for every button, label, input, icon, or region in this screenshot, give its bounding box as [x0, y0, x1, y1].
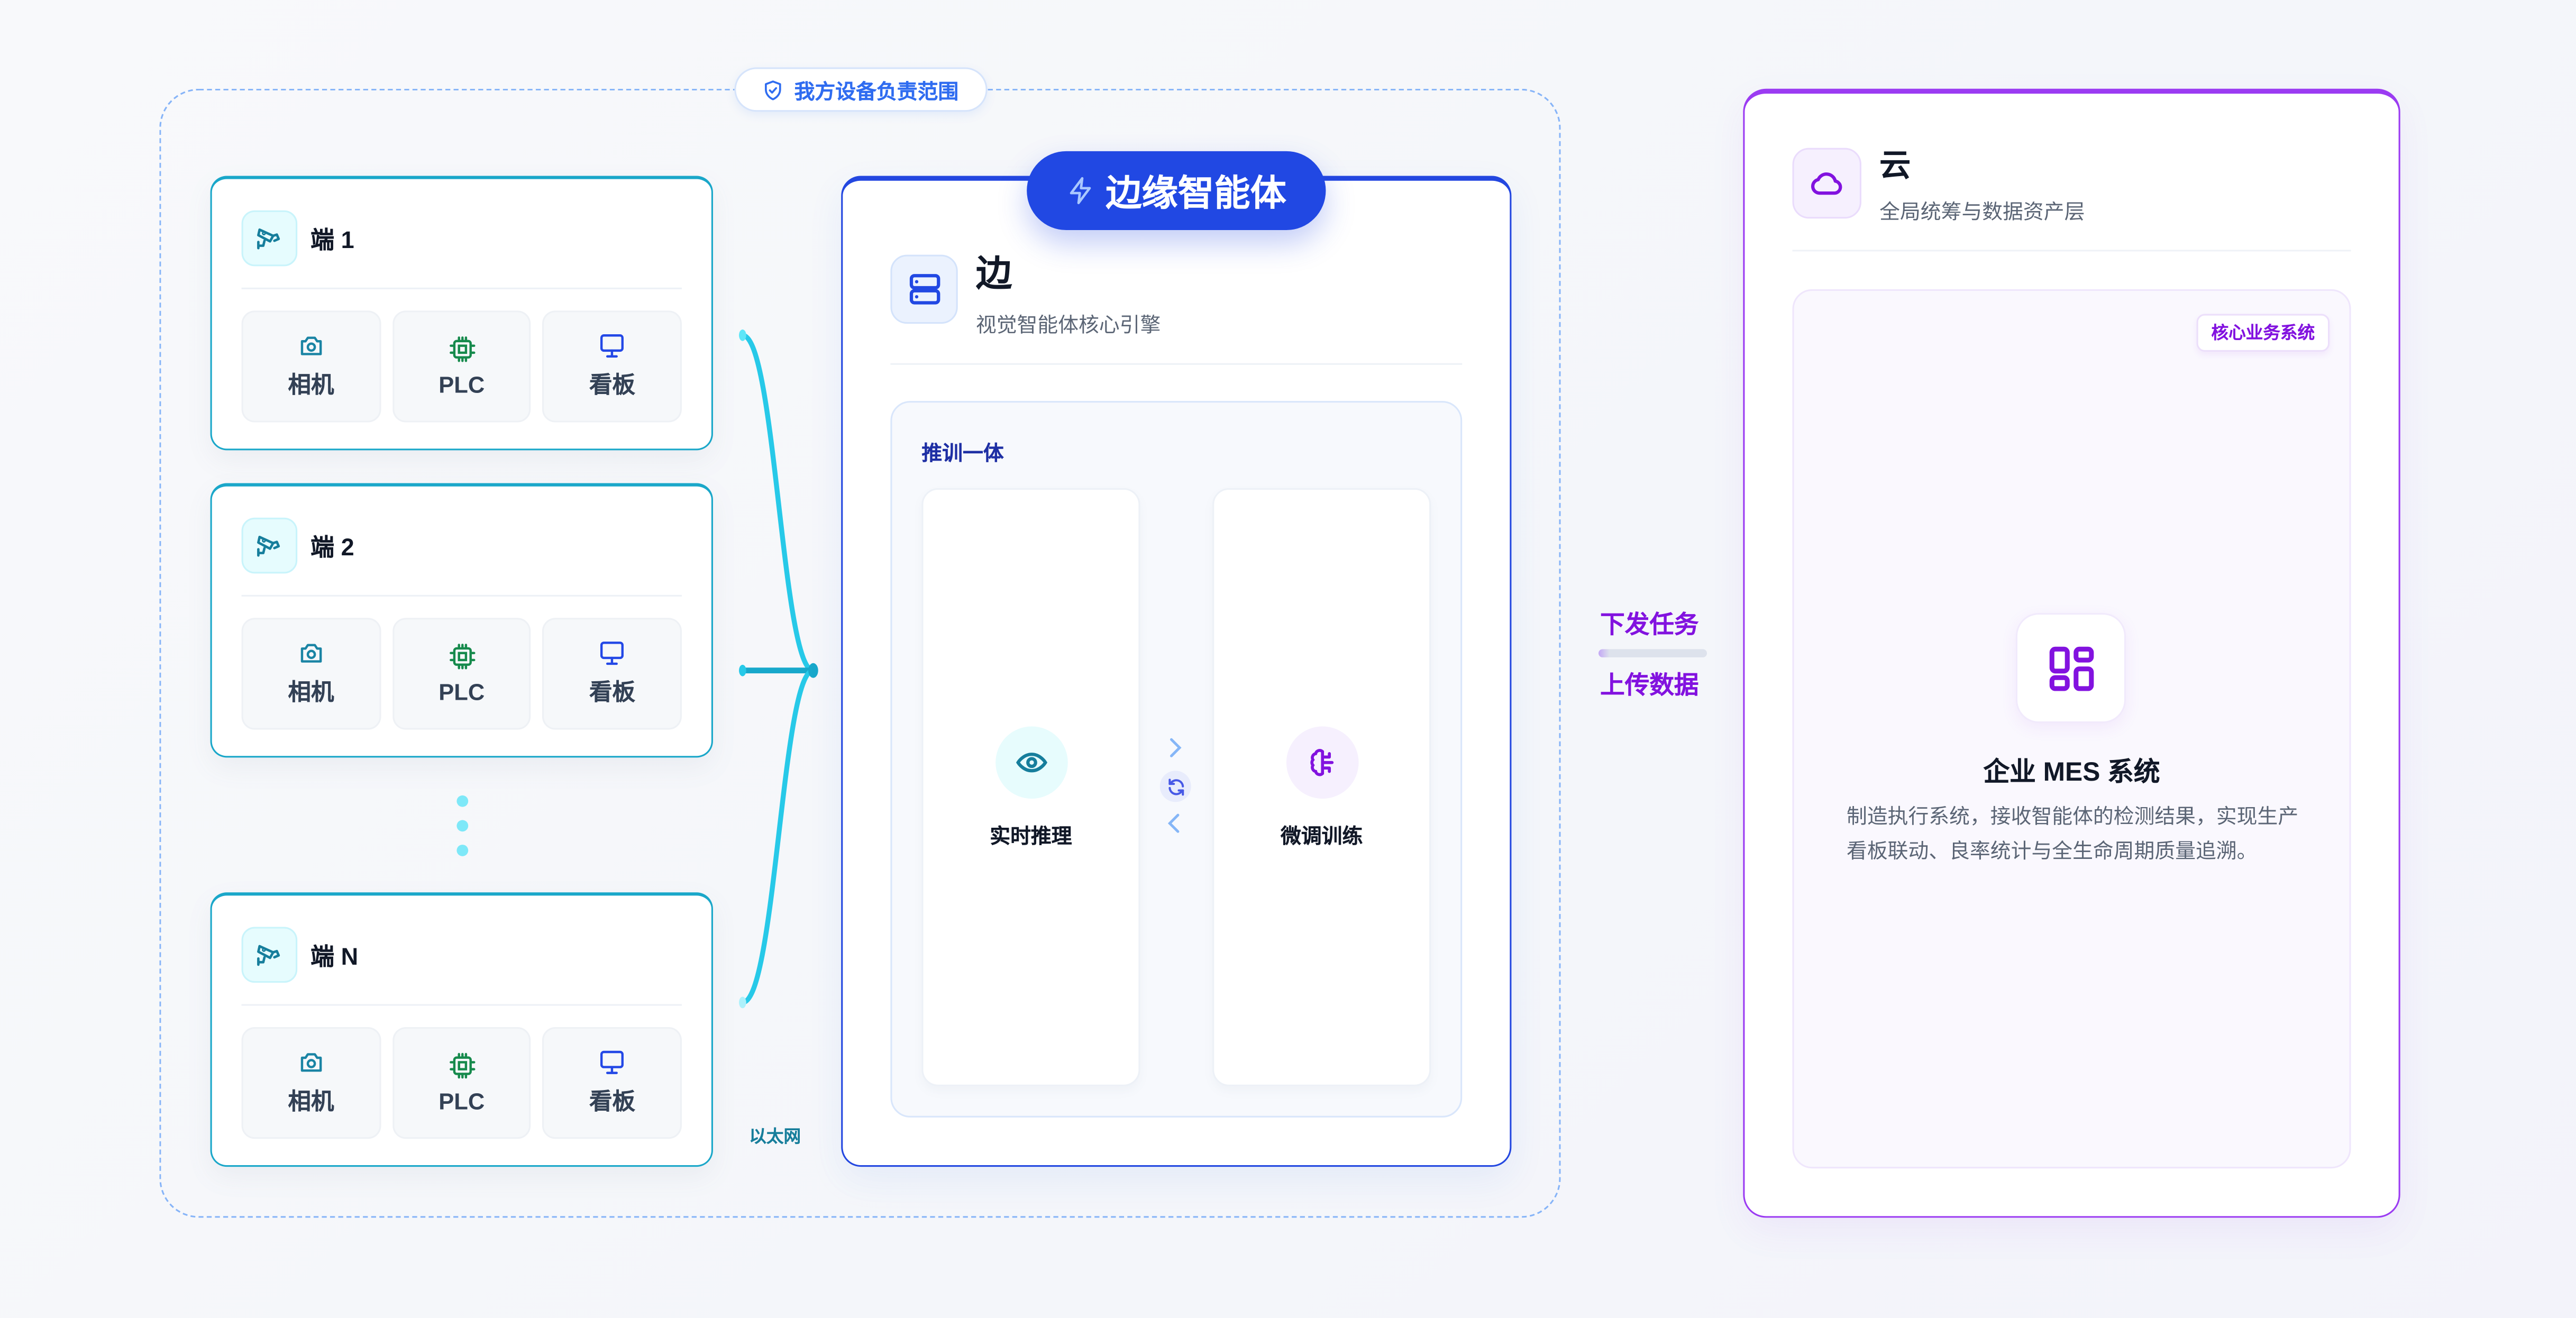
- cctv-camera-icon: [241, 927, 298, 983]
- device-list: 相机 PLC 看板: [241, 1027, 682, 1139]
- cpu-chip-icon: [447, 1052, 476, 1080]
- cctv-camera-icon: [241, 210, 298, 267]
- connector-end1: [742, 333, 814, 673]
- end-node-title: 端 N: [310, 944, 359, 971]
- connector-start-dot: [739, 996, 746, 1009]
- end-node-header: 端 2: [241, 517, 354, 574]
- camera-icon: [297, 332, 325, 360]
- device-label: PLC: [439, 679, 485, 705]
- scope-badge: 我方设备负责范围: [734, 67, 988, 112]
- realtime-inference-content: 实时推理: [921, 726, 1140, 849]
- scope-badge-label: 我方设备负责范围: [794, 80, 959, 104]
- brain-icon-circle: [1285, 726, 1358, 799]
- fine-tuning-label: 微调训练: [1281, 825, 1363, 848]
- camera-icon: [297, 639, 325, 667]
- ellipsis-dot: [456, 795, 469, 807]
- device-item: PLC: [392, 1027, 532, 1139]
- monitor-icon: [598, 332, 626, 360]
- cloud-subtitle: 全局统筹与数据资产层: [1879, 200, 2085, 224]
- device-label: 相机: [288, 1087, 334, 1114]
- refresh-icon: [1167, 777, 1183, 795]
- device-label: PLC: [439, 371, 485, 398]
- end-node-card: 端 N 相机 PLC 看板: [210, 892, 713, 1167]
- device-item: 看板: [543, 618, 682, 730]
- server-icon: [909, 274, 939, 305]
- device-label: 看板: [589, 679, 635, 705]
- ethernet-label: 以太网: [749, 1127, 801, 1147]
- end-node-title: 端 2: [310, 535, 354, 562]
- edge-badge-label: 边缘智能体: [1106, 172, 1286, 214]
- connector-hub-dot: [808, 663, 818, 678]
- chevron-right-icon: [1165, 736, 1184, 767]
- cctv-camera-icon: [241, 517, 298, 574]
- edge-subtitle: 视觉智能体核心引擎: [975, 314, 1161, 337]
- connector-start-dot: [739, 664, 746, 676]
- device-item: 相机: [241, 1027, 381, 1139]
- cloud-icon: [1811, 171, 1842, 194]
- cpu-chip-icon: [447, 643, 476, 671]
- device-list: 相机 PLC 看板: [241, 310, 682, 423]
- divider: [1792, 250, 2351, 252]
- mes-title: 企业 MES 系统: [1983, 759, 2160, 788]
- end-node-title: 端 1: [310, 227, 354, 254]
- device-item: 相机: [241, 310, 381, 423]
- device-item: 相机: [241, 618, 381, 730]
- device-item: 看板: [543, 310, 682, 423]
- core-business-tag: 核心业务系统: [2196, 314, 2330, 352]
- brain-icon: [1309, 749, 1333, 776]
- eye-icon: [1015, 753, 1047, 773]
- fine-tuning-content: 微调训练: [1212, 726, 1431, 849]
- divider: [241, 594, 682, 597]
- device-item: PLC: [392, 310, 532, 423]
- device-label: 相机: [288, 679, 334, 705]
- end-node-header: 端 1: [241, 210, 354, 267]
- device-label: 看板: [589, 371, 635, 398]
- mes-system-panel: [1792, 289, 2351, 1169]
- mes-icon-box: [2015, 612, 2126, 724]
- monitor-icon: [598, 1048, 626, 1076]
- edge-agent-badge: 边缘智能体: [1027, 151, 1326, 231]
- fusion-title: 推训一体: [921, 442, 1004, 465]
- chevron-left-icon: [1165, 812, 1184, 843]
- shield-check-icon: [765, 79, 782, 100]
- device-item: 看板: [543, 1027, 682, 1139]
- device-item: PLC: [392, 618, 532, 730]
- cloud-icon-box: [1792, 148, 1861, 219]
- ellipsis-dot: [456, 845, 469, 856]
- dashboard-layout-icon: [2049, 646, 2093, 690]
- device-label: PLC: [439, 1087, 485, 1114]
- camera-icon: [297, 1048, 325, 1076]
- divider: [241, 1004, 682, 1006]
- dispatch-task-label: 下发任务: [1600, 611, 1699, 639]
- ellipsis-dot: [456, 820, 469, 832]
- monitor-icon: [598, 639, 626, 667]
- cloud-title: 云: [1879, 149, 1911, 185]
- eye-icon-circle: [994, 726, 1067, 799]
- realtime-inference-label: 实时推理: [990, 825, 1072, 848]
- end-node-header: 端 N: [241, 927, 359, 983]
- cycle-badge: [1159, 771, 1191, 802]
- end-node-card: 端 1 相机 PLC 看板: [210, 176, 713, 451]
- upload-data-label: 上传数据: [1600, 672, 1699, 700]
- flow-connector-bar: [1598, 649, 1707, 657]
- divider: [241, 287, 682, 289]
- connector-endN: [742, 668, 814, 1005]
- server-icon-box: [890, 254, 958, 324]
- device-list: 相机 PLC 看板: [241, 618, 682, 730]
- cpu-chip-icon: [447, 335, 476, 363]
- device-label: 看板: [589, 1087, 635, 1114]
- lightning-icon: [1070, 177, 1091, 205]
- mes-description: 制造执行系统，接收智能体的检测结果，实现生产看板联动、良率统计与全生命周期质量追…: [1847, 805, 2299, 863]
- device-label: 相机: [288, 371, 334, 398]
- connector-start-dot: [739, 329, 746, 341]
- divider: [890, 363, 1463, 365]
- end-node-card: 端 2 相机 PLC 看板: [210, 483, 713, 758]
- edge-title: 边: [975, 253, 1012, 295]
